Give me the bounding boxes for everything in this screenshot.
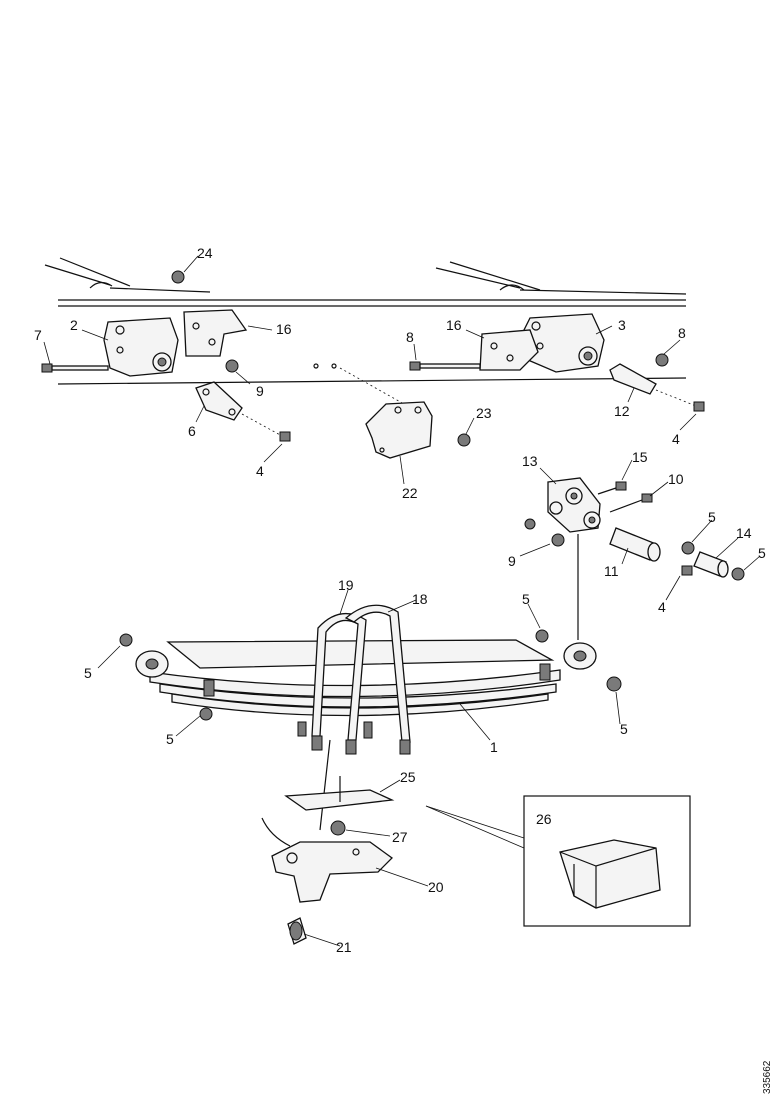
callout-16: 16	[446, 317, 462, 333]
leader-lines	[43, 255, 761, 947]
callout-18: 18	[412, 591, 428, 607]
bolt	[693, 401, 705, 412]
nut	[524, 518, 536, 530]
callout-8: 8	[406, 329, 414, 345]
callout-5: 5	[708, 509, 716, 525]
callout-15: 15	[632, 449, 648, 465]
callout-5: 5	[620, 721, 628, 737]
callout-4: 4	[672, 431, 680, 447]
bushing	[287, 917, 307, 945]
bushing	[609, 527, 661, 562]
reference-number: 335662	[762, 1060, 773, 1094]
bolt	[609, 493, 653, 513]
nut	[171, 270, 185, 284]
nut	[119, 633, 133, 647]
axle-seat	[261, 817, 393, 903]
callout-11: 11	[604, 563, 619, 579]
callout-14: 14	[736, 525, 752, 541]
front-hanger-bracket	[103, 317, 179, 377]
bolt	[279, 431, 291, 442]
callout-16: 16	[276, 321, 292, 337]
callout-21: 21	[336, 939, 352, 955]
nut	[731, 567, 745, 581]
callout-13: 13	[522, 453, 538, 469]
nut	[681, 541, 695, 555]
callout-4: 4	[256, 463, 264, 479]
callout-10: 10	[668, 471, 684, 487]
frame-bracket-right	[479, 329, 539, 371]
shackle-assembly	[547, 477, 601, 533]
bolt	[409, 361, 481, 371]
callout-20: 20	[428, 879, 444, 895]
callout-25: 25	[400, 769, 416, 785]
callout-7: 7	[34, 327, 42, 343]
detail-inset	[425, 795, 691, 927]
callout-24: 24	[197, 245, 213, 261]
callout-5: 5	[166, 731, 174, 747]
callout-1: 1	[490, 739, 498, 755]
nut	[551, 533, 565, 547]
nut	[457, 433, 471, 447]
callout-5: 5	[84, 665, 92, 681]
leaf-spring	[135, 639, 597, 717]
callout-19: 19	[338, 577, 354, 593]
callout-labels: 24 7 2 16 9 6 4 8 16 3 8 12 4 23 22 13 1…	[34, 245, 766, 955]
shackle	[195, 381, 283, 437]
mounting-bracket	[365, 401, 433, 459]
nut	[606, 676, 622, 692]
callout-4: 4	[658, 599, 666, 615]
callout-8: 8	[678, 325, 686, 341]
bushing	[693, 551, 729, 578]
frame-bracket-left	[183, 309, 248, 357]
nut	[535, 629, 549, 643]
callout-23: 23	[476, 405, 492, 421]
callout-6: 6	[188, 423, 196, 439]
nut	[655, 353, 669, 367]
shackle	[609, 363, 697, 407]
callout-9: 9	[256, 383, 264, 399]
callout-22: 22	[402, 485, 418, 501]
spacer-plate	[284, 776, 395, 811]
callout-5: 5	[758, 545, 766, 561]
nut	[330, 820, 346, 836]
bolt	[597, 481, 627, 495]
callout-27: 27	[392, 829, 408, 845]
callout-5: 5	[522, 591, 530, 607]
nut	[225, 359, 239, 373]
bolt	[41, 363, 109, 373]
frame-rail	[44, 257, 687, 385]
bolt	[681, 565, 693, 576]
callout-26: 26	[536, 811, 552, 827]
callout-2: 2	[70, 317, 78, 333]
callout-3: 3	[618, 317, 626, 333]
nut	[199, 707, 213, 721]
u-bolt	[297, 604, 411, 755]
callout-9: 9	[508, 553, 516, 569]
callout-12: 12	[614, 403, 630, 419]
